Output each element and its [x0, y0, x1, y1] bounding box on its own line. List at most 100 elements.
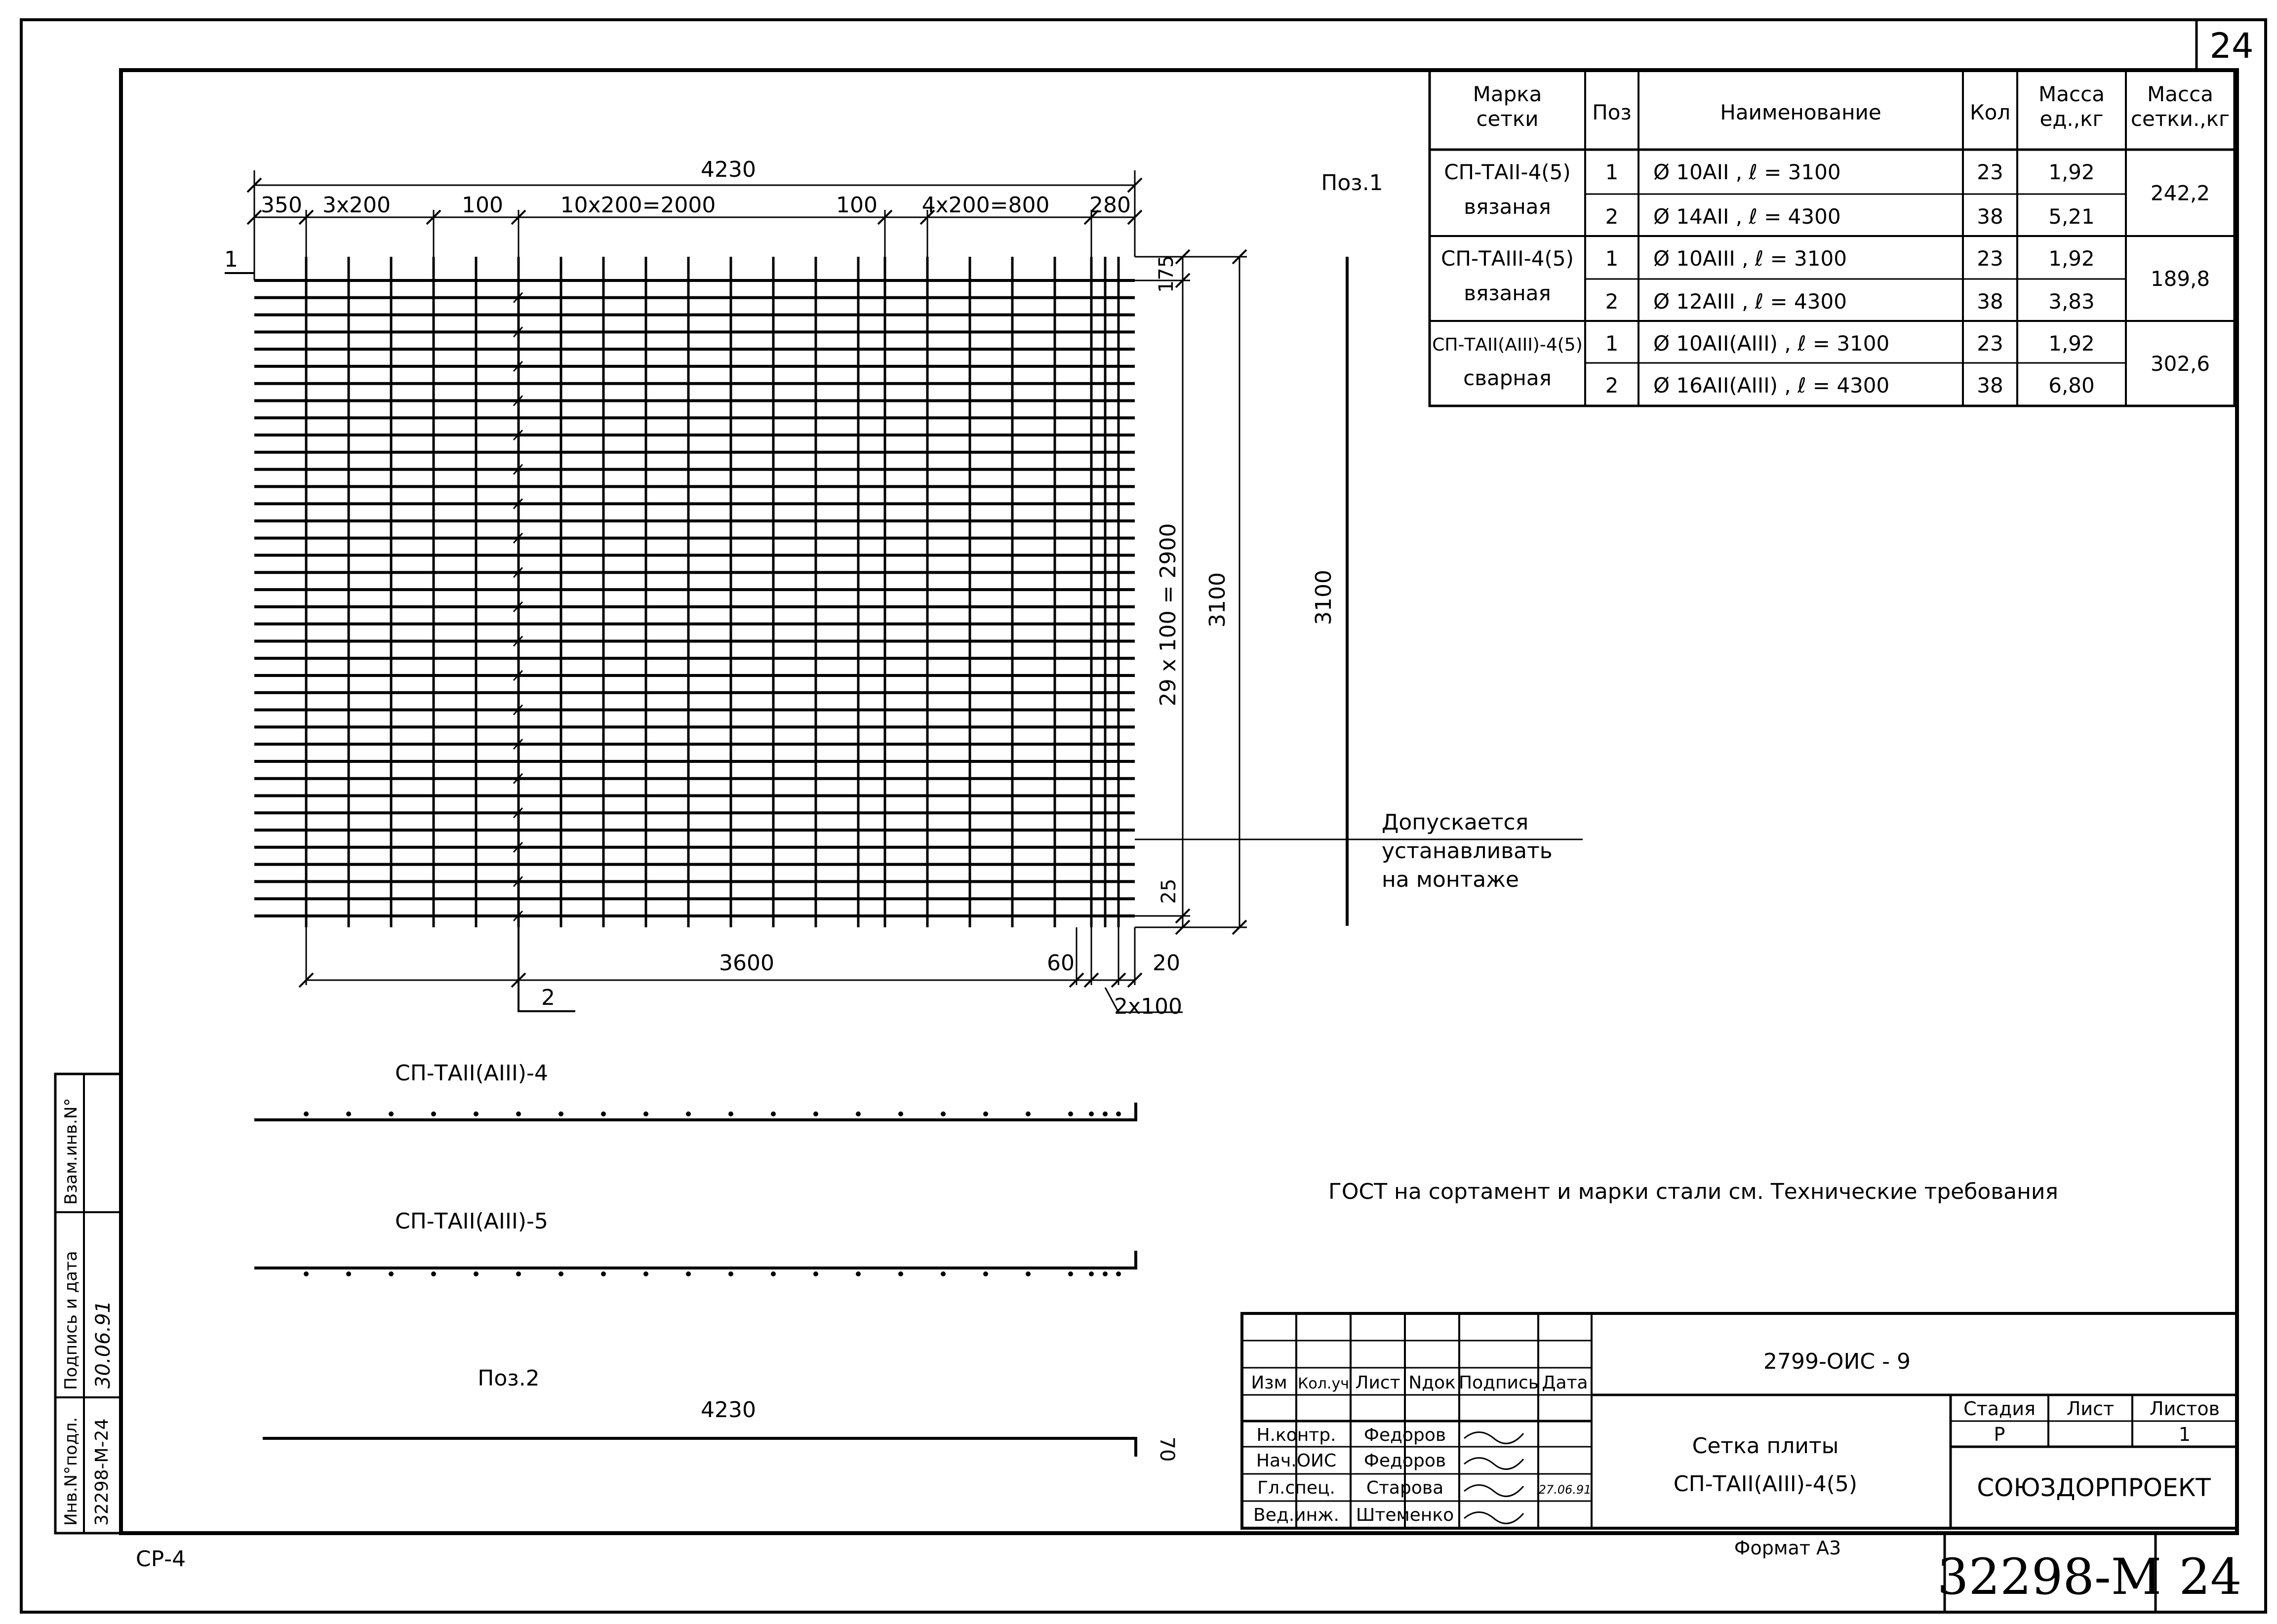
mesh-sections: СП-ТАII(АIII)-4 СП-ТАII(АIII)-5 [254, 1061, 1137, 1276]
tie-mark [513, 601, 523, 612]
staff-name: Федоров [1364, 1451, 1446, 1471]
pos2-mark: 2 [541, 985, 555, 1010]
dim-tick [1175, 273, 1191, 288]
pos2-hook: 70 [1156, 1437, 1178, 1462]
section-bar-dot [1026, 1271, 1031, 1276]
dim-top-6: 4x200=800 [922, 193, 1050, 218]
doc-code: 2799-ОИС - 9 [1763, 1349, 1911, 1374]
spec-name: Ø 10АIII , ℓ = 3100 [1653, 246, 1847, 271]
spec-type: вязаная [1464, 195, 1551, 219]
staff-role: Нач.ОИС [1256, 1451, 1336, 1471]
spec-pos: 2 [1605, 204, 1619, 229]
staff-role: Гл.спец. [1257, 1478, 1335, 1498]
spec-total: 189,8 [2151, 267, 2210, 291]
spec-mark: СП-ТАII-4(5) [1444, 160, 1571, 184]
section5-title: СП-ТАII(АIII)-5 [395, 1209, 548, 1234]
section-bar-dot [728, 1271, 733, 1276]
org-name: СОЮЗДОРПРОЕКТ [1977, 1473, 2211, 1502]
section-bar-dot [813, 1111, 818, 1116]
tie-mark [513, 807, 523, 819]
tb-col-header: Дата [1542, 1373, 1588, 1393]
section-bar-dot [898, 1111, 903, 1116]
tie-mark [513, 292, 523, 303]
spec-type: сварная [1463, 366, 1552, 390]
spec-mark: СП-ТАII(АIII)-4(5) [1432, 335, 1583, 355]
section-bar-dot [474, 1111, 479, 1116]
tie-mark [513, 670, 523, 681]
section-bar-dot [601, 1271, 606, 1276]
mesh-plan [225, 170, 1247, 1013]
bottom-sheet-number: 24 [2179, 1548, 2241, 1606]
section-bar-dot [304, 1271, 309, 1276]
mounting-note: Допускается устанавливать на монтаже [1135, 810, 1583, 892]
dim-tick [1175, 908, 1191, 924]
section-bar-dot [431, 1271, 436, 1276]
section-bar-dot [304, 1111, 309, 1116]
spec-name: Ø 10АII(АIII) , ℓ = 3100 [1653, 331, 1889, 356]
gost-note: ГОСТ на сортамент и марки стали см. Техн… [1328, 1179, 2058, 1204]
dim-tick [1127, 177, 1143, 193]
spec-total: 242,2 [2151, 181, 2210, 205]
section-bar-dot [1116, 1111, 1121, 1116]
dim-right-4: 25 [1158, 879, 1180, 904]
dim-tick [426, 209, 441, 225]
dim-tick [1175, 919, 1191, 935]
section-bar-dot [643, 1111, 648, 1116]
dim-tick [1127, 972, 1143, 988]
tb-col-header: Nдок [1408, 1373, 1456, 1393]
dim-tick [1083, 209, 1099, 225]
staff-role: Вед.инж. [1253, 1505, 1339, 1525]
section-bar-dot [559, 1271, 563, 1276]
spec-mass: 5,21 [2048, 204, 2095, 229]
tie-mark [513, 326, 523, 338]
pos1-title: Поз.1 [1321, 170, 1383, 196]
spec-pos: 2 [1605, 373, 1619, 397]
pos1-mark: 1 [224, 247, 238, 272]
spec-header-3: Кол [1970, 100, 2010, 124]
staff-name: Старова [1366, 1478, 1443, 1498]
dim-top-4: 10x200=2000 [560, 193, 716, 218]
section-bar-dot [941, 1111, 946, 1116]
section-bar-dot [559, 1111, 563, 1116]
tie-mark [513, 841, 523, 853]
dim-top-2: 3x200 [322, 193, 391, 218]
dim-tick [877, 209, 893, 225]
signature-mark [1464, 1484, 1524, 1497]
pos2-length: 4230 [701, 1397, 756, 1423]
page-number: 24 [2209, 26, 2253, 66]
section-bar-dot [728, 1111, 733, 1116]
section-bar-dot [516, 1111, 521, 1116]
tie-mark [513, 430, 523, 441]
sign-label: Подпись и дата [61, 1251, 81, 1390]
section-bar-dot [771, 1111, 776, 1116]
note-line-3: на монтаже [1382, 867, 1519, 892]
dim-top-1: 350 [261, 193, 302, 218]
dim-bottom-1: 3600 [719, 951, 774, 976]
mesh-dimensions: 4230 350 3x200 100 10x200=2000 100 4x200… [224, 157, 1230, 1019]
dim-bottom-2: 60 [1047, 951, 1075, 976]
tie-mark [513, 910, 523, 922]
tb-col-header: Кол.уч [1298, 1375, 1349, 1392]
dim-tick [298, 209, 314, 225]
spec-header-2: Наименование [1720, 100, 1881, 124]
signature-mark [1464, 1457, 1524, 1470]
dim-tick [511, 972, 526, 988]
dim-bottom-4: 2x100 [1114, 994, 1182, 1019]
section-bar-0 [254, 1103, 1137, 1121]
dim-right-1: 175 [1155, 255, 1178, 293]
spec-mass: 3,83 [2048, 289, 2095, 314]
spec-qty: 23 [1977, 160, 2003, 184]
spec-mass: 1,92 [2048, 160, 2095, 184]
section-bar-dot [346, 1111, 351, 1116]
section-bar-dot [1068, 1111, 1073, 1116]
sheets-total-value: 1 [2179, 1424, 2191, 1445]
section-bar-dot [898, 1271, 903, 1276]
sign-value: 30.06.91 [92, 1301, 115, 1388]
tie-mark [513, 464, 523, 475]
section-bar-dot [1116, 1271, 1121, 1276]
staff-date: 27.06.91 [1539, 1483, 1592, 1497]
dim-tick [919, 209, 935, 225]
